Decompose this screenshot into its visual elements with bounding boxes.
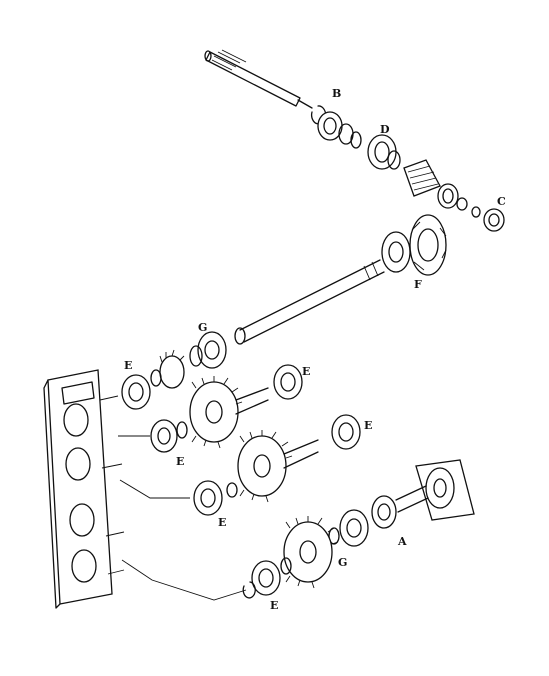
label-e-6: E xyxy=(270,599,278,612)
label-e-3: E xyxy=(364,419,372,432)
label-e-2: E xyxy=(302,365,310,378)
label-c: C xyxy=(497,195,506,208)
gearbox-housing xyxy=(43,369,125,609)
spacer-rings-b xyxy=(338,123,362,149)
bearing-g-top xyxy=(189,331,227,369)
leader-lines xyxy=(118,435,247,601)
bearing-g-bottom xyxy=(328,509,369,547)
gear-top-left xyxy=(150,349,185,389)
label-d: D xyxy=(380,123,390,136)
bearing-b xyxy=(317,111,343,141)
bevel-pinion xyxy=(403,159,441,197)
output-gear xyxy=(283,516,339,589)
main-shaft xyxy=(234,214,447,345)
output-flange xyxy=(371,459,475,529)
label-g-bottom: G xyxy=(338,556,347,569)
label-e-5: E xyxy=(218,516,226,529)
bearing-d xyxy=(367,134,401,170)
bearing-e2 xyxy=(150,419,188,453)
label-a: A xyxy=(397,535,407,548)
bearing-e3 xyxy=(193,480,238,516)
countershaft-gear-1 xyxy=(189,364,303,449)
bearing-e4 xyxy=(242,557,292,599)
bearing-c-stack xyxy=(437,183,505,232)
label-e-1: E xyxy=(124,359,132,372)
label-e-4: E xyxy=(176,455,184,468)
bearing-e1 xyxy=(121,374,151,410)
label-f: F xyxy=(414,278,422,291)
input-shaft xyxy=(204,49,313,109)
countershaft-gear-2 xyxy=(237,414,361,503)
label-b: B xyxy=(332,87,341,100)
label-g-top: G xyxy=(198,321,207,334)
